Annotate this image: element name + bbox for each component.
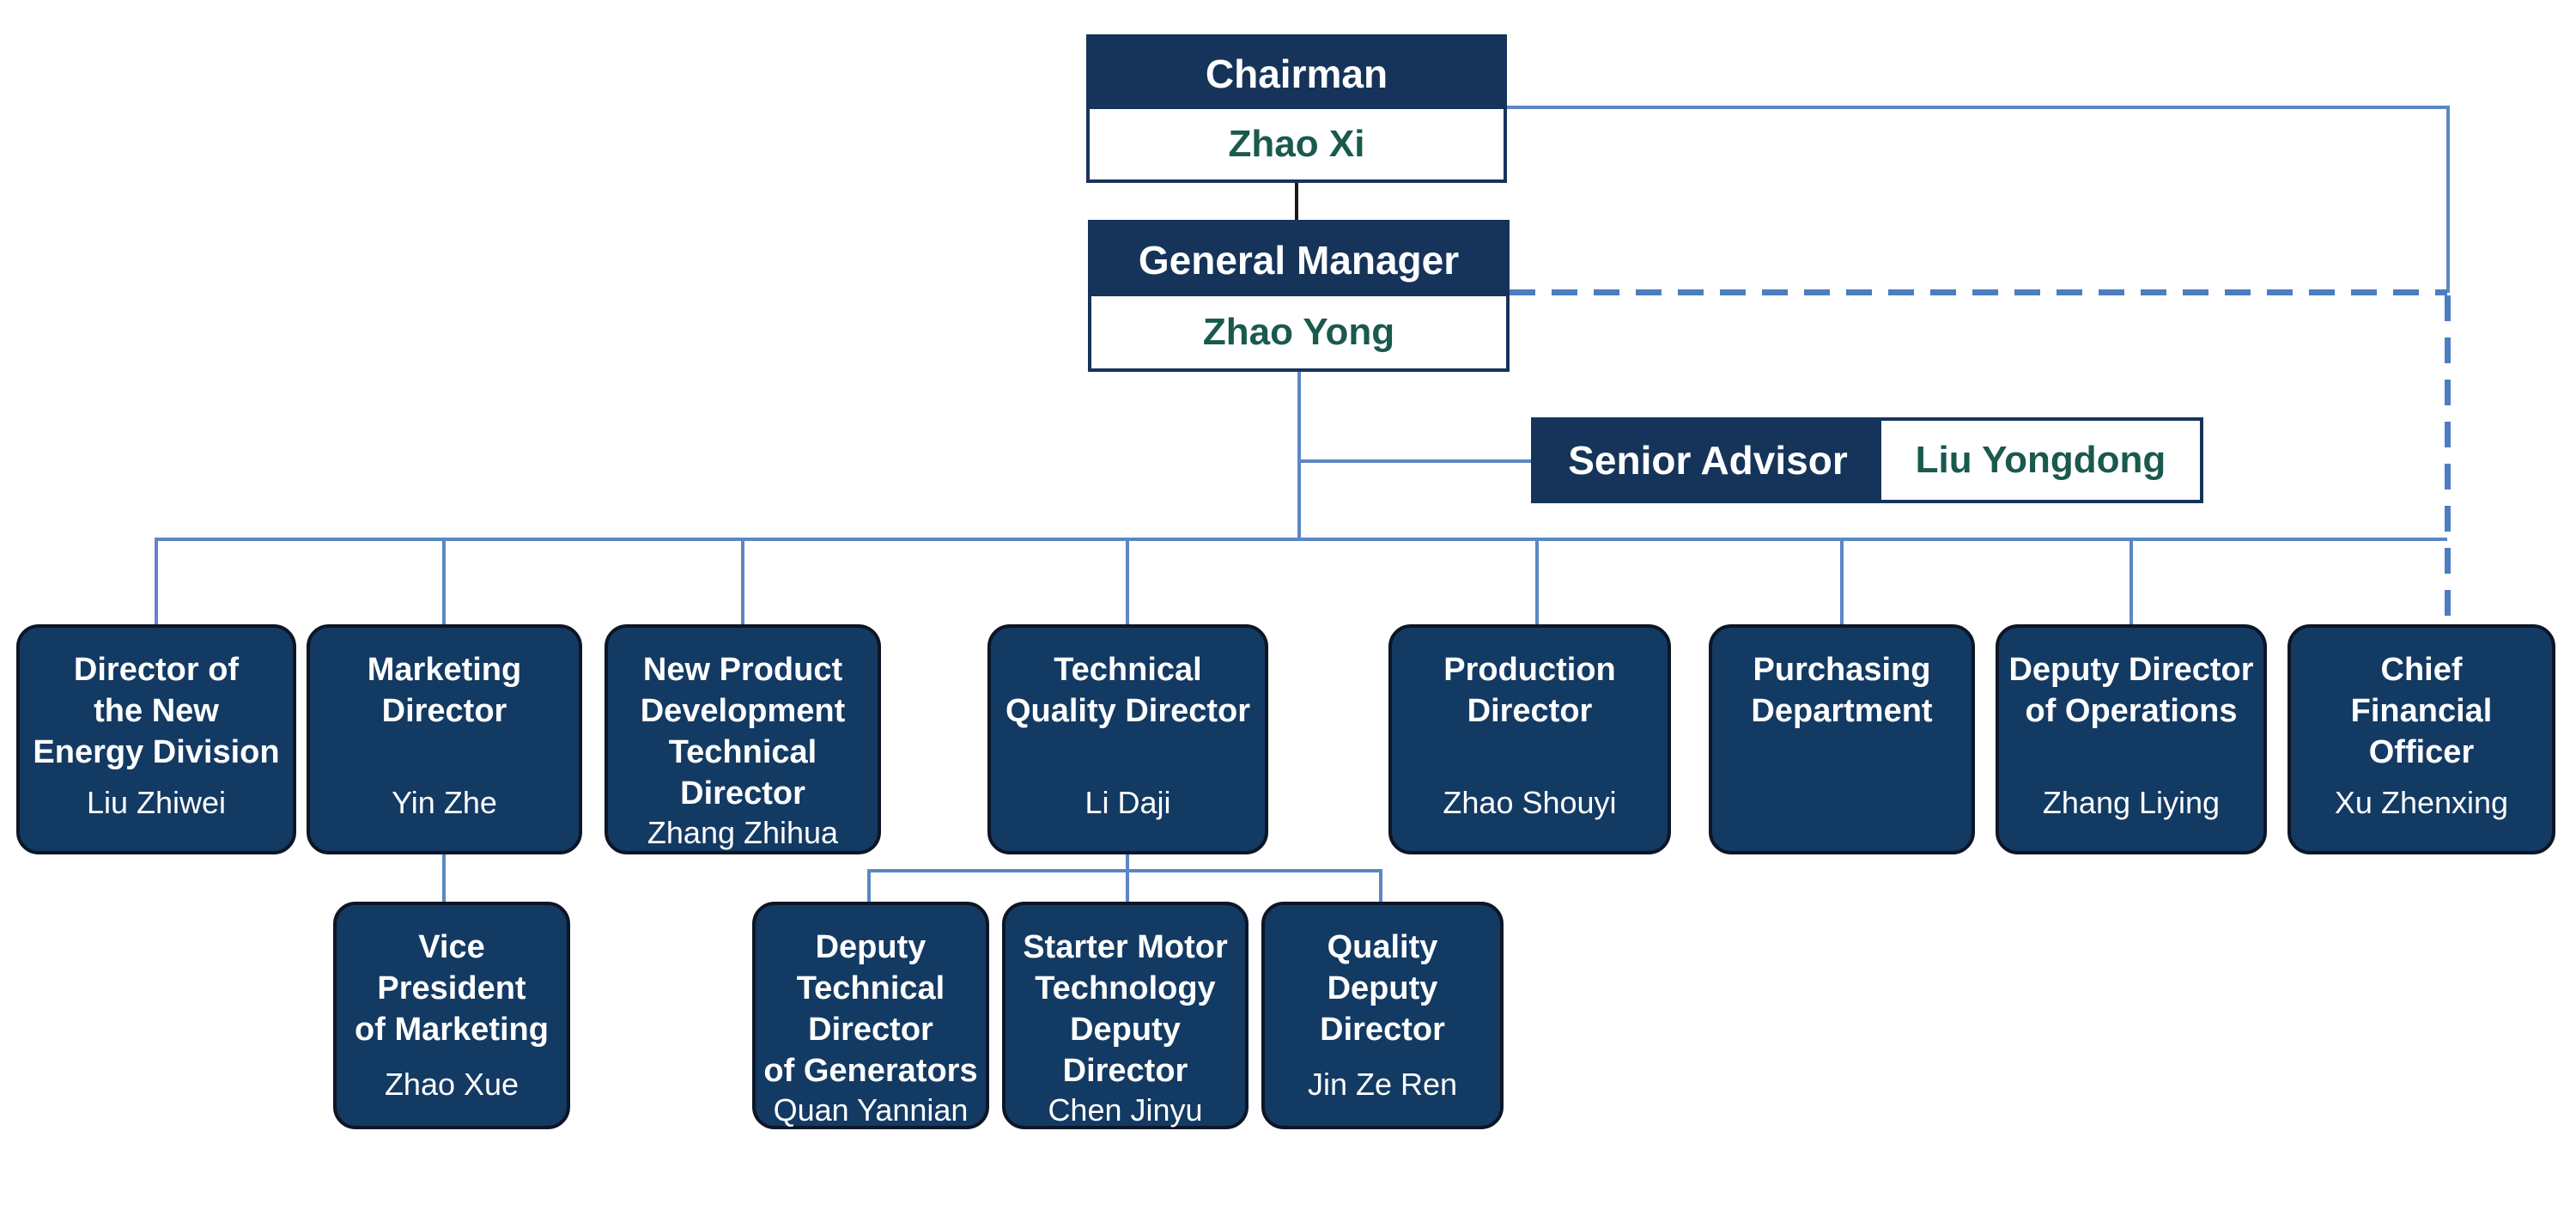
node-person-name: Quan Yannian <box>773 1091 969 1128</box>
node-title: Vice President of Marketing <box>355 929 549 1048</box>
org-node-general-manager: General Manager Zhao Yong <box>1088 220 1510 372</box>
connector-right-vertical-dashed <box>2445 295 2451 624</box>
org-node-deputy-technical-director-generators: Deputy Technical Director of Generators … <box>752 902 989 1129</box>
node-person-name: Chen Jinyu <box>1048 1091 1203 1128</box>
org-node-vp-marketing: Vice President of Marketing Zhao Xue <box>333 902 570 1129</box>
node-person-name: Zhao Xue <box>384 1066 519 1102</box>
connector-marketing-to-vp <box>442 854 446 902</box>
node-person-name: Zhang Zhihua <box>647 814 839 850</box>
connector-chairman-to-right <box>1507 106 2450 109</box>
general-manager-title: General Manager <box>1091 223 1506 296</box>
org-node-quality-deputy-director: Quality Deputy Director Jin Ze Ren <box>1261 902 1504 1129</box>
org-node-purchasing-department: Purchasing Department <box>1709 624 1975 854</box>
connector-drop-deputy-operations <box>2129 538 2133 624</box>
org-node-marketing-director: Marketing Director Yin Zhe <box>307 624 582 854</box>
node-title: Deputy Technical Director of Generators <box>763 929 978 1089</box>
connector-drop-production <box>1535 538 1539 624</box>
connector-drop-quality-deputy <box>1379 869 1382 902</box>
senior-advisor-title: Senior Advisor <box>1534 421 1881 500</box>
org-node-production-director: Production Director Zhao Shouyi <box>1388 624 1671 854</box>
org-node-new-energy-director: Director of the New Energy Division Liu … <box>16 624 296 854</box>
org-node-new-product-technical-director: New Product Development Technical Direct… <box>605 624 881 854</box>
connector-right-vertical-solid <box>2446 106 2450 293</box>
org-node-deputy-director-operations: Deputy Director of Operations Zhang Liyi… <box>1996 624 2267 854</box>
connector-chairman-to-gm <box>1295 183 1298 220</box>
org-node-chief-financial-officer: Chief Financial Officer Xu Zhenxing <box>2287 624 2555 854</box>
org-node-technical-quality-director: Technical Quality Director Li Daji <box>987 624 1268 854</box>
node-title: Chief Financial Officer <box>2350 652 2493 770</box>
senior-advisor-name: Liu Yongdong <box>1915 439 2166 481</box>
node-person-name: Liu Zhiwei <box>86 784 227 820</box>
node-person-name: Zhang Liying <box>2042 784 2221 820</box>
connector-to-senior-advisor <box>1297 459 1531 463</box>
node-title: Director of the New Energy Division <box>33 652 280 770</box>
connector-drop-new-product <box>741 538 744 624</box>
node-person-name: Zhao Shouyi <box>1443 784 1617 820</box>
org-node-senior-advisor: Senior Advisor Liu Yongdong <box>1531 417 2203 503</box>
node-person-name: Xu Zhenxing <box>2334 784 2509 820</box>
org-node-starter-motor-deputy-director: Starter Motor Technology Deputy Director… <box>1002 902 1249 1129</box>
node-person-name: Jin Ze Ren <box>1307 1066 1458 1102</box>
node-title: Purchasing Department <box>1751 652 1933 729</box>
connector-gm-dashed-horizontal <box>1510 289 2447 295</box>
connector-level1-bus <box>155 538 2447 541</box>
connector-drop-new-energy <box>155 538 158 624</box>
node-person-name: Yin Zhe <box>392 784 497 820</box>
node-title: Technical Quality Director <box>1005 652 1251 729</box>
node-title: Quality Deputy Director <box>1320 929 1445 1048</box>
connector-drop-technical-quality <box>1126 538 1129 624</box>
node-title: Production Director <box>1443 652 1616 729</box>
connector-tqd-down <box>1126 854 1129 871</box>
connector-drop-purchasing <box>1840 538 1844 624</box>
node-title: Deputy Director of Operations <box>2008 652 2254 729</box>
node-title: New Product Development Technical Direct… <box>640 652 846 812</box>
connector-level2-bus <box>867 869 1382 872</box>
node-title: Marketing Director <box>367 652 522 729</box>
node-title: Starter Motor Technology Deputy Director <box>1023 929 1228 1089</box>
connector-drop-marketing <box>442 538 446 624</box>
connector-drop-starter-motor <box>1126 869 1129 902</box>
general-manager-name: Zhao Yong <box>1202 311 1395 353</box>
chairman-name: Zhao Xi <box>1228 123 1365 165</box>
node-person-name: Li Daji <box>1084 784 1171 820</box>
chairman-title: Chairman <box>1090 38 1504 109</box>
connector-gm-down <box>1297 372 1301 541</box>
org-node-chairman: Chairman Zhao Xi <box>1086 34 1507 183</box>
connector-drop-generators <box>867 869 871 902</box>
